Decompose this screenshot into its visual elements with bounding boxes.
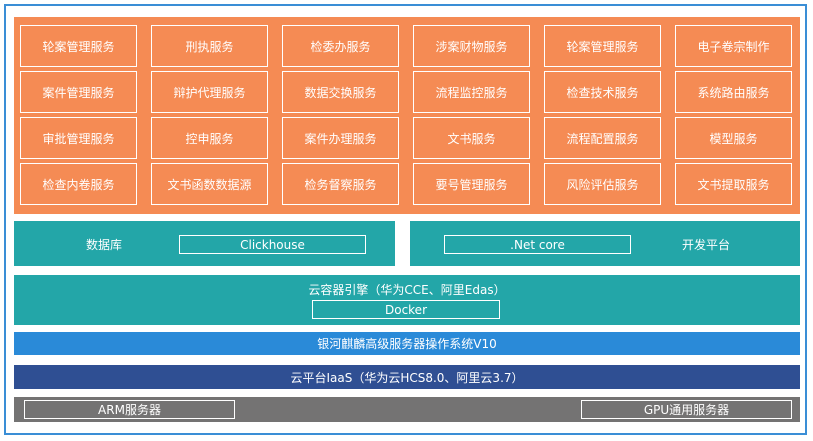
service-box: 风险评估服务 <box>544 163 661 205</box>
services-panel: 轮案管理服务 刑执服务 检委办服务 涉案财物服务 轮案管理服务 电子卷宗制作 案… <box>14 17 800 214</box>
services-grid: 轮案管理服务 刑执服务 检委办服务 涉案财物服务 轮案管理服务 电子卷宗制作 案… <box>20 25 792 205</box>
docker-box: Docker <box>312 300 500 319</box>
dev-platform-label: 开发平台 <box>682 238 731 252</box>
service-box: 流程监控服务 <box>413 71 530 113</box>
service-box: 检查技术服务 <box>544 71 661 113</box>
service-box: 系统路由服务 <box>675 71 792 113</box>
service-box: 电子卷宗制作 <box>675 25 792 67</box>
container-engine-title: 云容器引擎（华为CCE、阿里Edas） <box>308 283 506 297</box>
service-box: 文书服务 <box>413 117 530 159</box>
service-box: 辩护代理服务 <box>151 71 268 113</box>
hardware-bar: ARM服务器 GPU通用服务器 <box>14 397 800 422</box>
service-box: 文书提取服务 <box>675 163 792 205</box>
dev-platform-block: .Net core 开发平台 <box>410 221 800 266</box>
os-bar: 银河麒麟高级服务器操作系统V10 <box>14 332 800 355</box>
service-box: 审批管理服务 <box>20 117 137 159</box>
service-box: 检务督察服务 <box>282 163 399 205</box>
service-box: 控申服务 <box>151 117 268 159</box>
database-product-box: Clickhouse <box>179 235 366 254</box>
container-engine-block: 云容器引擎（华为CCE、阿里Edas） Docker <box>14 275 800 325</box>
gpu-server-box: GPU通用服务器 <box>581 400 792 419</box>
iaas-label: 云平台IaaS（华为云HCS8.0、阿里云3.7） <box>290 370 524 385</box>
service-box: 要号管理服务 <box>413 163 530 205</box>
service-box: 检委办服务 <box>282 25 399 67</box>
service-box: 模型服务 <box>675 117 792 159</box>
database-block: 数据库 Clickhouse <box>14 221 395 266</box>
service-box: 轮案管理服务 <box>544 25 661 67</box>
arm-server-box: ARM服务器 <box>24 400 235 419</box>
service-box: 案件管理服务 <box>20 71 137 113</box>
service-box: 刑执服务 <box>151 25 268 67</box>
service-box: 文书函数数据源 <box>151 163 268 205</box>
service-box: 涉案财物服务 <box>413 25 530 67</box>
database-label: 数据库 <box>86 238 123 252</box>
service-box: 流程配置服务 <box>544 117 661 159</box>
iaas-bar: 云平台IaaS（华为云HCS8.0、阿里云3.7） <box>14 365 800 389</box>
diagram-frame <box>4 4 807 435</box>
service-box: 数据交换服务 <box>282 71 399 113</box>
service-box: 轮案管理服务 <box>20 25 137 67</box>
os-label: 银河麒麟高级服务器操作系统V10 <box>317 337 497 351</box>
service-box: 检查内卷服务 <box>20 163 137 205</box>
dev-platform-product-box: .Net core <box>444 235 631 254</box>
service-box: 案件办理服务 <box>282 117 399 159</box>
